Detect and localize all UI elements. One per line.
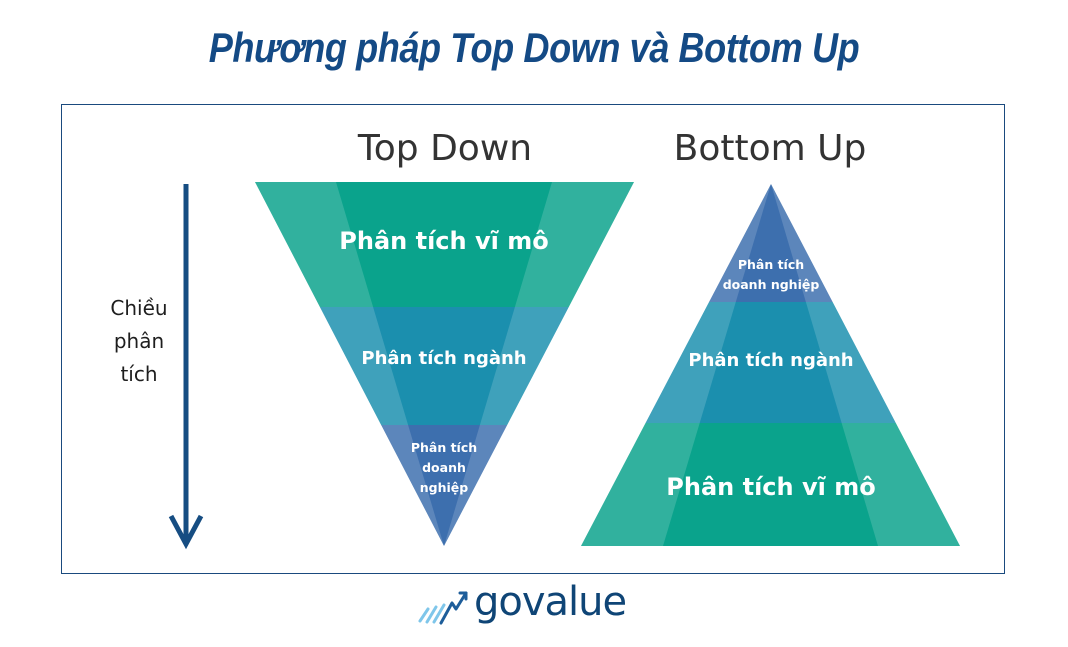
bottom-up-heading: Bottom Up: [673, 128, 867, 169]
top-down-macro-band: [255, 182, 634, 307]
top-down-heading: Top Down: [357, 128, 533, 169]
top-down-company-label-line-1: Phân tích: [411, 440, 477, 455]
top-down-company-label-line-2: doanh: [422, 460, 466, 475]
top-down-company-label-line-3: nghiệp: [420, 480, 469, 495]
govalue-logo-icon: [418, 591, 468, 625]
bottom-up-company-label-line-1: Phân tích: [738, 257, 804, 272]
bottom-up-macro-label: Phân tích vĩ mô: [666, 473, 875, 501]
bottom-up-industry-label: Phân tích ngành: [688, 350, 853, 371]
bottom-up-company-label-line-2: doanh nghiệp: [723, 277, 820, 292]
page-title: Phương pháp Top Down và Bottom Up: [208, 24, 860, 71]
direction-label-line-1: Chiều: [110, 296, 168, 320]
direction-arrowhead: [168, 514, 204, 550]
top-down-left-highlight: [255, 182, 444, 546]
bottom-up-left-highlight: [581, 184, 771, 546]
top-down-right-highlight: [444, 182, 634, 546]
bottom-up-macro-band: [581, 423, 960, 546]
top-down-industry-label: Phân tích ngành: [361, 348, 526, 369]
brand-name: govalue: [474, 579, 627, 625]
top-down-macro-label: Phân tích vĩ mô: [339, 227, 548, 255]
govalue-logo: govalue: [418, 579, 654, 631]
bottom-up-right-highlight: [771, 184, 960, 546]
analysis-direction-label: Chiều phân tích: [94, 292, 184, 391]
direction-label-line-2: phân: [113, 329, 165, 353]
direction-label-line-3: tích: [120, 362, 158, 386]
diagram-frame: [61, 104, 1005, 574]
